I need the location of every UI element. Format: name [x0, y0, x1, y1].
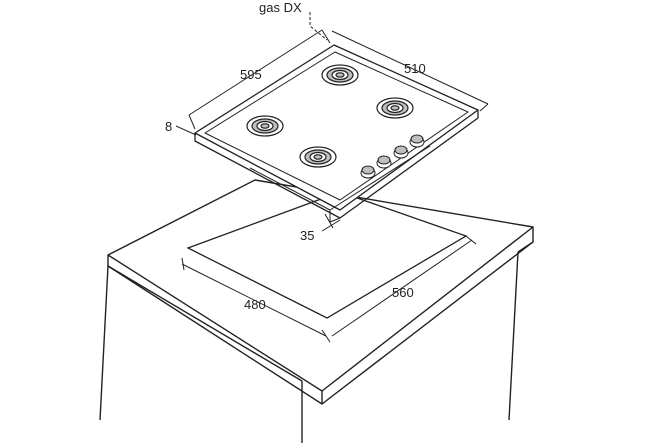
control-knob: [360, 165, 376, 179]
burners: [246, 64, 414, 168]
dimension-lines: [175, 12, 489, 343]
burner: [376, 97, 414, 119]
hob-height-label: 35: [300, 228, 315, 243]
gas-connection-label: gas DX: [259, 0, 302, 15]
hob: [194, 44, 479, 223]
countertop: [99, 179, 534, 443]
control-knob: [393, 145, 409, 159]
cutout-depth-label: 480: [244, 297, 266, 312]
cutout-width-label: 560: [392, 285, 414, 300]
control-knob: [409, 134, 425, 148]
control-knobs: [360, 134, 425, 179]
burner: [321, 64, 359, 86]
hob-width-label: 510: [404, 61, 426, 76]
control-knob: [376, 155, 392, 169]
rim-thickness-label: 8: [165, 119, 173, 134]
burner: [246, 115, 284, 137]
hob-depth-label: 595: [240, 67, 262, 82]
burner: [299, 146, 337, 168]
